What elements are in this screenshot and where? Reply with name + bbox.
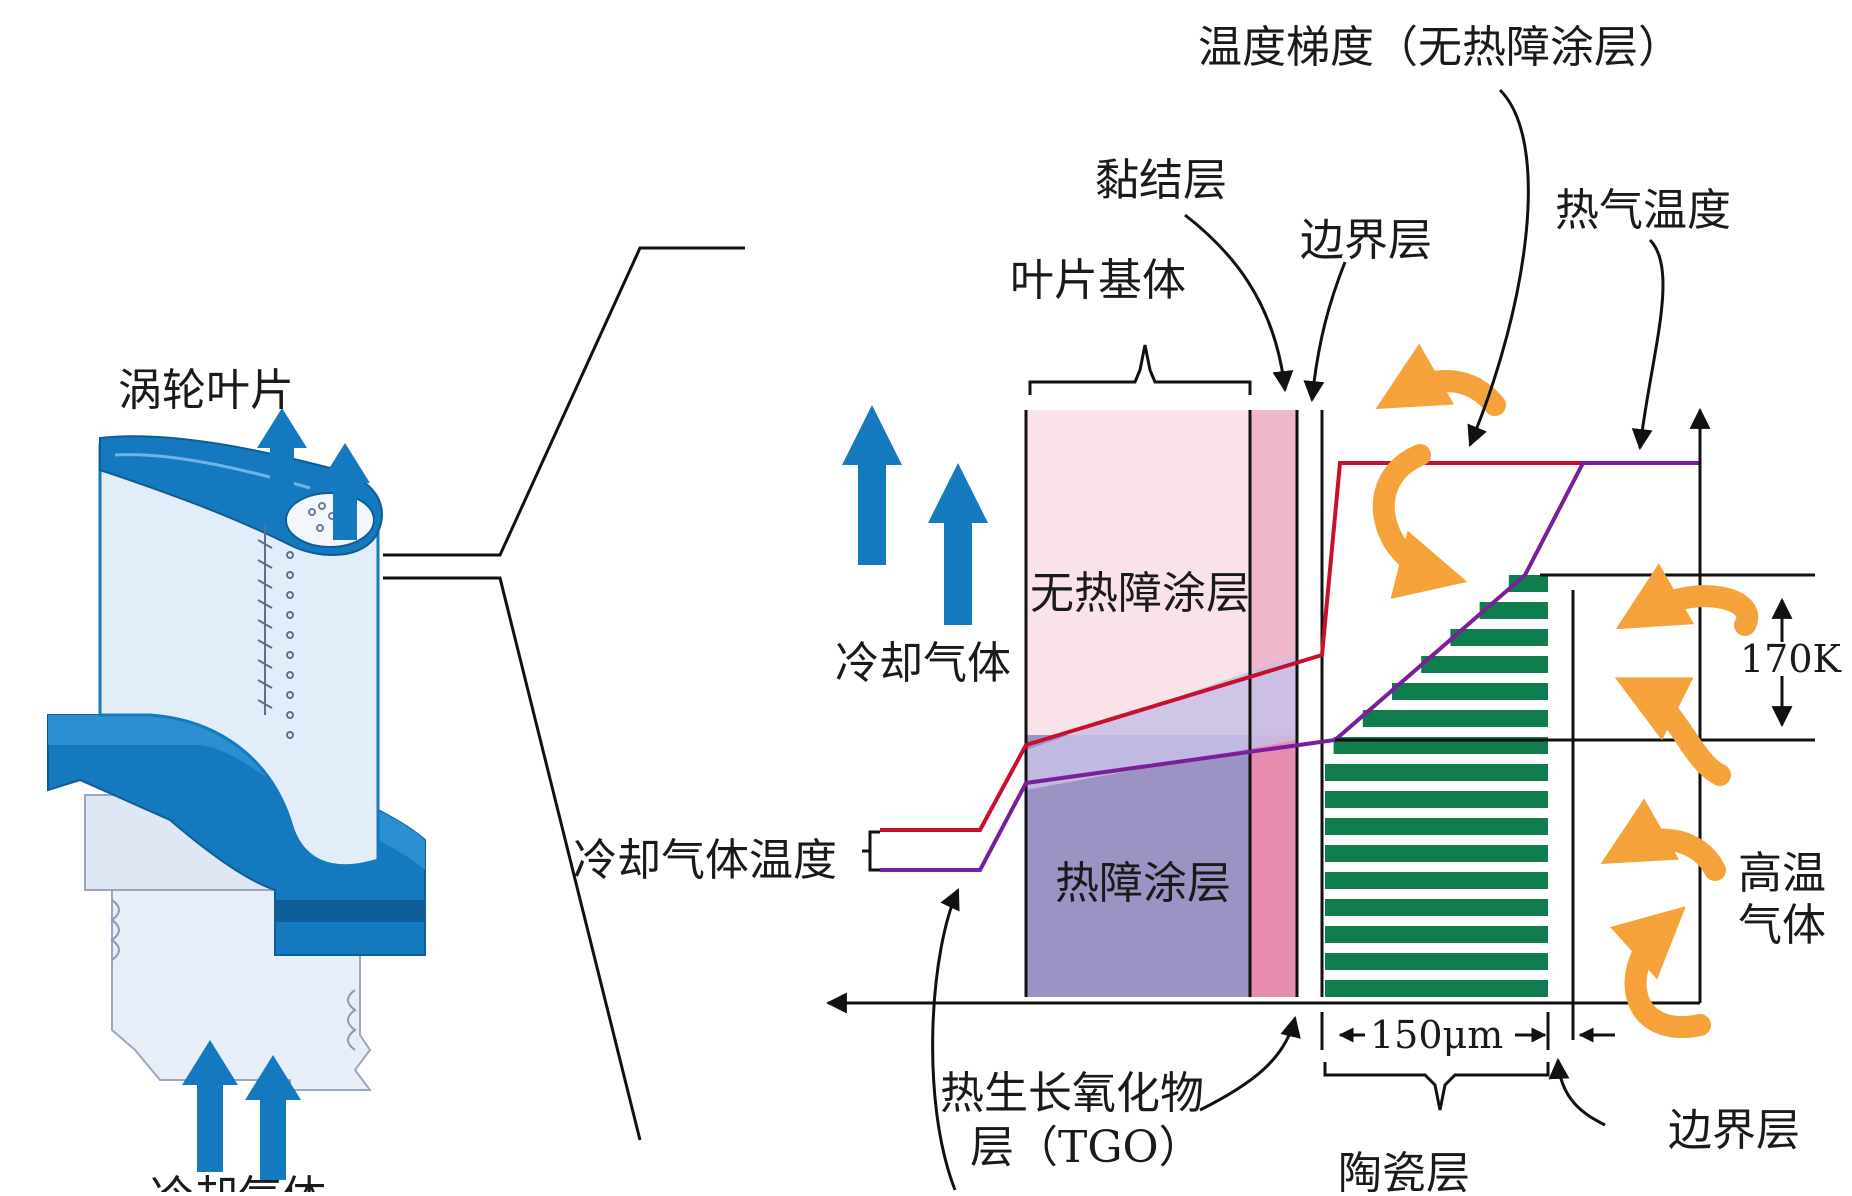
thickness-label: 150μm (1370, 1013, 1503, 1057)
substrate-no-tbc-region (1026, 410, 1250, 735)
ceramic-stripe (1325, 899, 1548, 916)
no-tbc-label: 无热障涂层 (1030, 568, 1250, 619)
boundary-layer-bottom-label: 边界层 (1668, 1105, 1800, 1156)
leader-lines (931, 88, 1665, 1191)
temp-drop-label: 170K (1740, 637, 1842, 681)
ceramic-stripe (1325, 845, 1548, 862)
ceramic-stripe (1450, 629, 1548, 646)
ceramic-stripe (1325, 926, 1548, 943)
coating-cross-section: 170K 150μm (573, 22, 1842, 1196)
hot-gas-label-line1: 高温 (1738, 848, 1826, 899)
ceramic-stripe (1421, 656, 1548, 673)
ceramic-stripe (1325, 818, 1548, 835)
ceramic-stripe (1325, 980, 1548, 997)
cooling-temp-bracket (862, 830, 880, 872)
zoom-connector (383, 246, 745, 1141)
ceramic-stripe (1392, 683, 1548, 700)
hot-gas-temp-label: 热气温度 (1555, 185, 1731, 236)
inlet-cooling-arrows (182, 1040, 301, 1180)
turbine-blade-label: 涡轮叶片 (118, 365, 294, 416)
layer-dividers (1024, 410, 1575, 1040)
ceramic-stripe (1362, 710, 1548, 727)
ceramic-stripe (1325, 953, 1548, 970)
tbc-label: 热障涂层 (1055, 858, 1231, 909)
ceramic-stripe (1325, 872, 1548, 889)
tgo-label-line1: 热生长氧化物 (940, 1068, 1204, 1119)
hot-gas-label-line2: 气体 (1738, 900, 1826, 951)
film-cooling-holes (257, 525, 273, 715)
bond-coat-label: 黏结层 (1095, 155, 1227, 206)
hot-gas-flow-arrows (1372, 343, 1759, 1038)
ceramic-label: 陶瓷层 (1338, 1148, 1470, 1192)
tgo-label-line2: 层（TGO） (970, 1122, 1203, 1173)
ceramic-stripe (1325, 764, 1548, 781)
ceramic-stripe (1325, 791, 1548, 808)
cooling-gas-arrows (842, 405, 988, 625)
gradient-no-tbc-label: 温度梯度（无热障涂层） (1198, 22, 1682, 73)
cooling-gas-bottom-label: 冷却气体 (150, 1172, 326, 1192)
cooling-gas-temp-label: 冷却气体温度 (573, 835, 837, 886)
ceramic-stripe (1479, 602, 1548, 619)
turbine-blade-illustration: 涡轮叶片 冷却气体 (47, 365, 426, 1196)
substrate-label: 叶片基体 (1010, 255, 1186, 306)
ceramic-layer-columns (1325, 575, 1548, 997)
boundary-layer-top-label: 边界层 (1300, 215, 1432, 266)
exit-cooling-arrows (257, 408, 370, 540)
substrate-bracket (1028, 344, 1252, 395)
cooling-gas-top-label: 冷却气体 (835, 638, 1011, 689)
ceramic-bracket (1323, 1062, 1550, 1111)
